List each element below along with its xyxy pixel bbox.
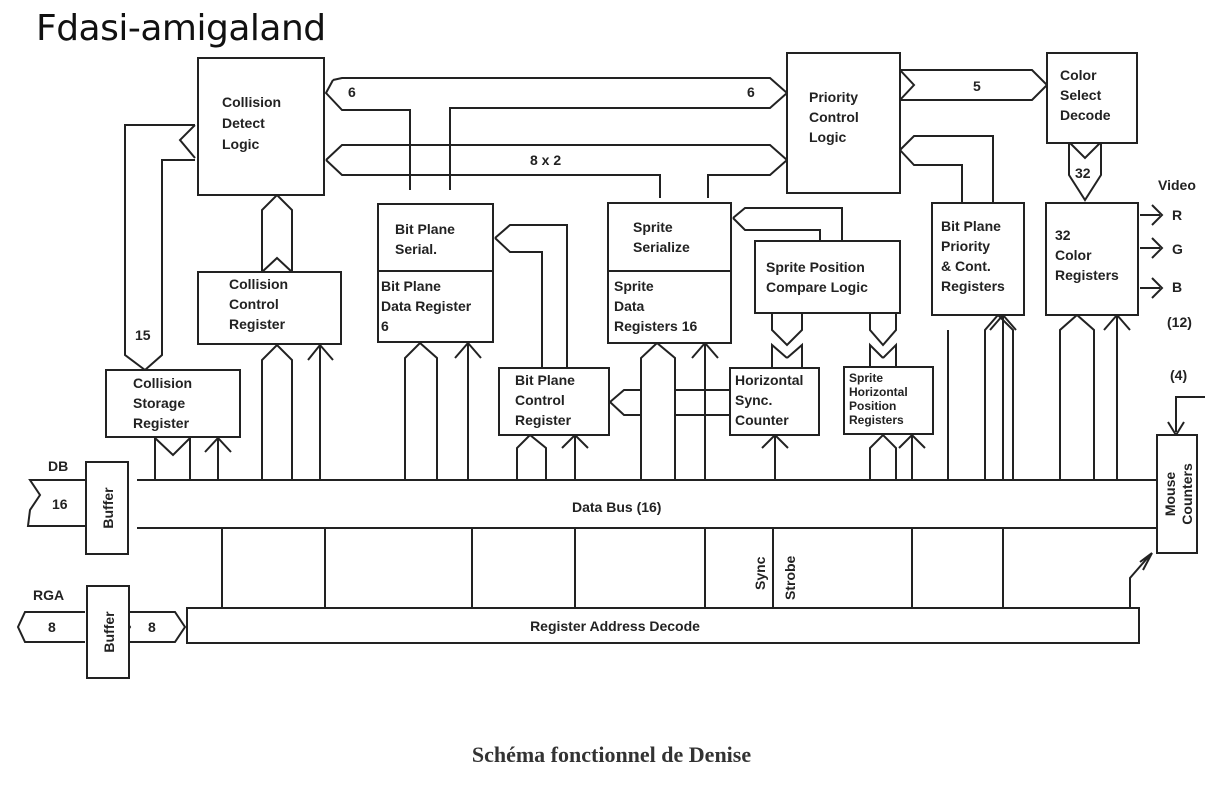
label-rga: RGA <box>33 587 64 603</box>
label-mouse-bits: (4) <box>1170 367 1187 383</box>
label-r: R <box>1172 207 1182 223</box>
block-bit-plane-control <box>498 367 610 436</box>
block-sprite-compare <box>754 240 901 314</box>
block-collision-control <box>197 271 342 345</box>
label-bus-15: 15 <box>135 327 151 343</box>
priority-control-label: Control <box>809 109 859 125</box>
collision-detect-label: Logic <box>222 136 260 152</box>
collision-storage-label: Storage <box>133 395 185 411</box>
block-sprite-serialize <box>607 202 732 344</box>
color-regs-label: 32 <box>1055 227 1071 243</box>
label-video-bits: (12) <box>1167 314 1192 330</box>
hsync-label: Sync. <box>735 392 772 408</box>
collision-storage-label: Collision <box>133 375 192 391</box>
color-regs-label: Color <box>1055 247 1092 263</box>
block-buffer-rga <box>86 585 130 679</box>
priority-control-label: Priority <box>809 89 858 105</box>
bp-priority-label: Bit Plane <box>941 218 1001 234</box>
label-g: G <box>1172 241 1183 257</box>
block-color-registers <box>1045 202 1139 316</box>
sprite-serialize-label: Sprite <box>633 219 673 235</box>
color-select-label: Select <box>1060 87 1102 103</box>
bp-data-label: 6 <box>381 318 389 334</box>
buffer-rga-label: Buffer <box>101 611 117 653</box>
sprite-compare-label: Compare Logic <box>766 279 868 295</box>
collision-detect-label: Collision <box>222 94 281 110</box>
color-select-label: Color <box>1060 67 1097 83</box>
bp-serial-label: Bit Plane <box>395 221 455 237</box>
label-bus-6b: 6 <box>747 84 755 100</box>
block-collision-detect <box>197 57 325 196</box>
label-bus-8x2: 8 x 2 <box>530 152 561 168</box>
block-buffer-db <box>85 461 129 555</box>
block-mouse-counters <box>1156 434 1198 554</box>
label-data-bus: Data Bus (16) <box>572 499 661 515</box>
block-collision-storage <box>105 369 241 438</box>
label-db-bits: 16 <box>52 496 68 512</box>
bp-control-label: Register <box>515 412 572 428</box>
reg-addr-decode-label: Register Address Decode <box>530 618 700 634</box>
label-rga-out-bits: 8 <box>148 619 156 635</box>
label-b: B <box>1172 279 1182 295</box>
label-rga-bits: 8 <box>48 619 56 635</box>
bp-priority-label: Priority <box>941 238 990 254</box>
color-select-label: Decode <box>1060 107 1111 123</box>
label-video: Video <box>1158 177 1196 193</box>
bp-data-label: Bit Plane <box>381 278 441 294</box>
block-register-address-decode <box>186 607 1140 644</box>
collision-storage-label: Register <box>133 415 190 431</box>
block-sprite-hpos <box>843 366 934 435</box>
sprite-data-label: Data <box>614 298 645 314</box>
block-color-select <box>1046 52 1138 144</box>
sprite-hpos-label: Registers <box>849 413 904 427</box>
bp-serial-label: Serial. <box>395 241 437 257</box>
buffer-db-label: Buffer <box>100 487 116 529</box>
block-bit-plane-serial <box>377 203 494 343</box>
block-horizontal-sync <box>729 367 820 436</box>
label-bus-6a: 6 <box>348 84 356 100</box>
watermark: Fdasi-amigaland <box>36 8 326 49</box>
mouse-label: Mouse <box>1162 472 1178 517</box>
sprite-hpos-label: Horizontal <box>849 385 908 399</box>
collision-control-label: Collision <box>229 276 288 292</box>
sprite-data-label: Sprite <box>614 278 654 294</box>
bp-priority-label: & Cont. <box>941 258 991 274</box>
collision-control-label: Register <box>229 316 286 332</box>
sprite-hpos-label: Sprite <box>849 371 883 385</box>
collision-detect-label: Detect <box>222 115 265 131</box>
collision-control-label: Control <box>229 296 279 312</box>
color-regs-label: Registers <box>1055 267 1119 283</box>
sprite-hpos-label: Position <box>849 399 896 413</box>
mouse-label: Counters <box>1179 463 1195 525</box>
label-bus-32: 32 <box>1075 165 1091 181</box>
label-sync: Sync <box>752 556 768 590</box>
bp-control-label: Bit Plane <box>515 372 575 388</box>
sprite-serialize-label: Serialize <box>633 239 690 255</box>
sprite-compare-label: Sprite Position <box>766 259 865 275</box>
label-strobe: Strobe <box>782 555 798 600</box>
bp-control-label: Control <box>515 392 565 408</box>
hsync-label: Counter <box>735 412 789 428</box>
bus-lines <box>16 69 1205 643</box>
bp-priority-label: Registers <box>941 278 1005 294</box>
block-bit-plane-priority <box>931 202 1025 316</box>
label-db: DB <box>48 458 68 474</box>
diagram-caption: Schéma fonctionnel de Denise <box>471 742 752 767</box>
block-priority-control <box>786 52 901 194</box>
hsync-label: Horizontal <box>735 372 803 388</box>
sprite-data-label: Registers 16 <box>614 318 697 334</box>
bp-data-label: Data Register <box>381 298 472 314</box>
priority-control-label: Logic <box>809 129 847 145</box>
label-bus-5: 5 <box>973 78 981 94</box>
